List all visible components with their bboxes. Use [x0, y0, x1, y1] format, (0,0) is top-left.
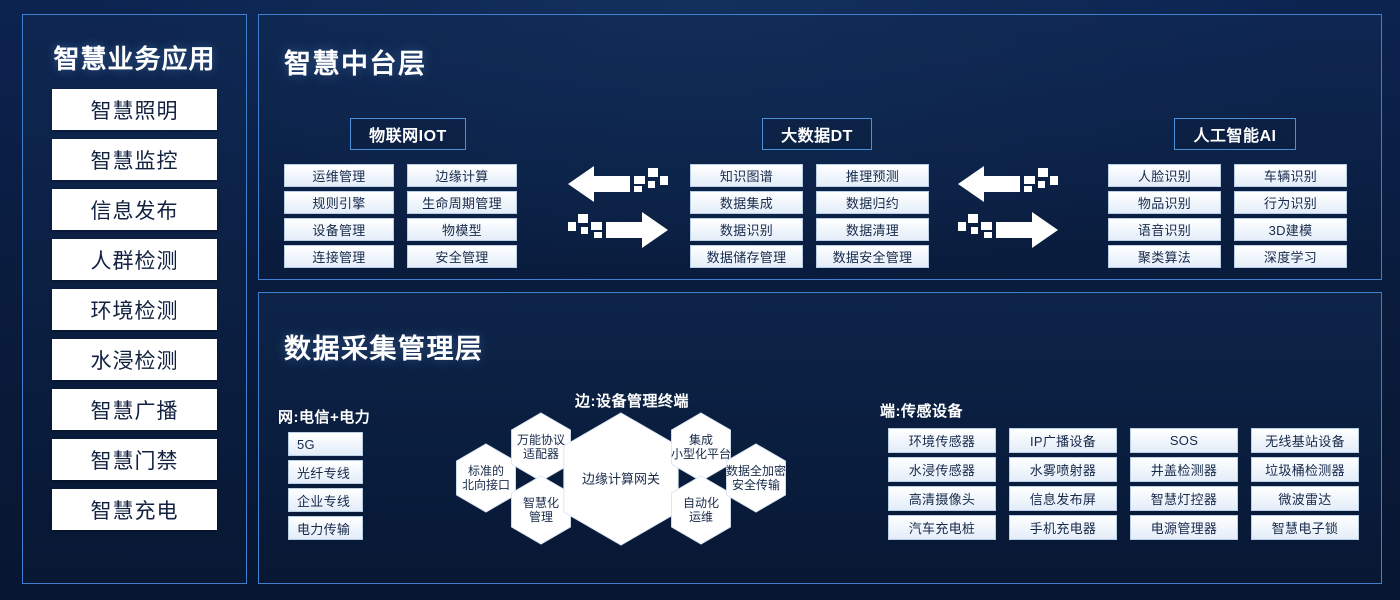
sensor-item[interactable]: 垃圾桶检测器 [1251, 457, 1359, 482]
sensor-item[interactable]: 环境传感器 [888, 428, 996, 453]
group-ai-col-right: 车辆识别行为识别 3D建模深度学习 [1234, 164, 1347, 268]
sensor-item[interactable]: 智慧灯控器 [1130, 486, 1238, 511]
sensor-column-2: SOS 井盖检测器智慧灯控器电源管理器 [1130, 428, 1238, 540]
sidebar-item-7[interactable]: 智慧门禁 [52, 439, 217, 480]
hex-standard-northbound-interface[interactable]: 标准的北向接口 [456, 443, 516, 513]
svg-text:边缘计算网关: 边缘计算网关 [582, 472, 660, 487]
group-iot: 物联网IOT 运维管理规则引擎设备管理连接管理 边缘计算生命周期管理物模型安全管… [284, 118, 532, 268]
endpoint-section-label: 端:传感设备 [880, 403, 963, 420]
sensor-item[interactable]: IP广播设备 [1009, 428, 1117, 453]
sidebar-item-4[interactable]: 环境检测 [52, 289, 217, 330]
network-section-label: 网:电信+电力 [278, 409, 371, 426]
group-dt-col-left: 知识图谱数据集成数据识别数据储存管理 [690, 164, 803, 268]
hex-full-encryption-secure-transmission[interactable]: 数据全加密安全传输 [726, 443, 786, 513]
group-ai-item[interactable]: 物品识别 [1108, 191, 1221, 214]
group-iot-item[interactable]: 边缘计算 [407, 164, 517, 187]
group-dt-item[interactable]: 知识图谱 [690, 164, 803, 187]
group-iot-item[interactable]: 生命周期管理 [407, 191, 517, 214]
edge-hexagon-cluster: 标准的北向接口万能协议适配器智慧化管理 边缘计算网关集成小型化平台自动化运维数据全… [448, 400, 818, 560]
network-item-list: 5G 光纤专线企业专线电力传输 [288, 432, 363, 540]
group-dt-col-right: 推理预测数据归约数据清理数据安全管理 [816, 164, 929, 268]
group-iot-item[interactable]: 安全管理 [407, 245, 517, 268]
group-iot-item[interactable]: 设备管理 [284, 218, 394, 241]
svg-text:智慧化管理: 智慧化管理 [523, 495, 559, 524]
group-ai-item[interactable]: 人脸识别 [1108, 164, 1221, 187]
hex-integrated-miniaturized-platform[interactable]: 集成小型化平台 [671, 412, 731, 482]
sensor-column-3: 无线基站设备垃圾桶检测器微波雷达智慧电子锁 [1251, 428, 1359, 540]
group-iot-item[interactable]: 连接管理 [284, 245, 394, 268]
group-ai-item[interactable]: 3D建模 [1234, 218, 1347, 241]
sidebar-item-2[interactable]: 信息发布 [52, 189, 217, 230]
sidebar-item-5[interactable]: 水浸检测 [52, 339, 217, 380]
group-iot-col-left: 运维管理规则引擎设备管理连接管理 [284, 164, 394, 268]
group-ai: 人工智能AI 人脸识别物品识别语音识别聚类算法 车辆识别行为识别 3D建模深度学习 [1108, 118, 1362, 268]
group-ai-item[interactable]: 聚类算法 [1108, 245, 1221, 268]
sidebar-item-list: 智慧照明智慧监控信息发布人群检测环境检测水浸检测智慧广播智慧门禁智慧充电 [23, 89, 246, 539]
network-item[interactable]: 5G [288, 432, 363, 456]
hex-automated-operations[interactable]: 自动化运维 [671, 475, 731, 545]
group-dt-header: 大数据DT [762, 118, 872, 150]
sensor-column-0: 环境传感器水浸传感器高清摄像头汽车充电桩 [888, 428, 996, 540]
svg-text:标准的北向接口: 标准的北向接口 [462, 463, 510, 492]
group-ai-item[interactable]: 行为识别 [1234, 191, 1347, 214]
group-dt-item[interactable]: 推理预测 [816, 164, 929, 187]
bidirectional-data-arrow-right [958, 162, 1058, 252]
group-iot-item[interactable]: 物模型 [407, 218, 517, 241]
group-ai-col-left: 人脸识别物品识别语音识别聚类算法 [1108, 164, 1221, 268]
group-ai-item[interactable]: 深度学习 [1234, 245, 1347, 268]
sensor-item[interactable]: SOS [1130, 428, 1238, 453]
group-dt-item[interactable]: 数据清理 [816, 218, 929, 241]
group-ai-item[interactable]: 车辆识别 [1234, 164, 1347, 187]
sidebar-title: 智慧业务应用 [53, 44, 216, 74]
group-dt-item[interactable]: 数据集成 [690, 191, 803, 214]
sensor-item[interactable]: 无线基站设备 [1251, 428, 1359, 453]
group-dt-item[interactable]: 数据储存管理 [690, 245, 803, 268]
network-item[interactable]: 电力传输 [288, 516, 363, 540]
group-dt-item[interactable]: 数据安全管理 [816, 245, 929, 268]
svg-text:万能协议适配器: 万能协议适配器 [517, 432, 565, 461]
svg-text:自动化运维: 自动化运维 [683, 496, 719, 524]
group-iot-item[interactable]: 运维管理 [284, 164, 394, 187]
group-iot-header: 物联网IOT [350, 118, 466, 150]
network-item[interactable]: 企业专线 [288, 488, 363, 512]
smart-business-application-panel: 智慧业务应用 智慧照明智慧监控信息发布人群检测环境检测水浸检测智慧广播智慧门禁智… [22, 14, 247, 584]
svg-text:集成小型化平台: 集成小型化平台 [671, 432, 731, 461]
group-iot-col-right: 边缘计算生命周期管理物模型安全管理 [407, 164, 517, 268]
sensor-item[interactable]: 电源管理器 [1130, 515, 1238, 540]
group-ai-header: 人工智能AI [1174, 118, 1296, 150]
sensor-item[interactable]: 信息发布屏 [1009, 486, 1117, 511]
sensor-item[interactable]: 汽车充电桩 [888, 515, 996, 540]
sidebar-item-3[interactable]: 人群检测 [52, 239, 217, 280]
bidirectional-data-arrow-left [568, 162, 668, 252]
sensor-item[interactable]: 井盖检测器 [1130, 457, 1238, 482]
hex-intelligent-management[interactable]: 智慧化管理 [511, 475, 571, 545]
sidebar-item-0[interactable]: 智慧照明 [52, 89, 217, 130]
sensor-item[interactable]: 高清摄像头 [888, 486, 996, 511]
group-dt-item[interactable]: 数据归约 [816, 191, 929, 214]
network-item[interactable]: 光纤专线 [288, 460, 363, 484]
sensor-item[interactable]: 智慧电子锁 [1251, 515, 1359, 540]
group-iot-item[interactable]: 规则引擎 [284, 191, 394, 214]
sensor-item[interactable]: 手机充电器 [1009, 515, 1117, 540]
hex-universal-protocol-adapter[interactable]: 万能协议适配器 [511, 412, 571, 482]
edge-section-label: 边:设备管理终端 [575, 393, 689, 410]
hex-edge-computing-gateway[interactable]: 边缘计算网关 [563, 412, 679, 546]
sidebar-item-6[interactable]: 智慧广播 [52, 389, 217, 430]
svg-text:数据全加密安全传输: 数据全加密安全传输 [726, 463, 786, 492]
group-dt: 大数据DT 知识图谱数据集成数据识别数据储存管理 推理预测数据归约数据清理数据安… [690, 118, 944, 268]
sensor-column-1: IP广播设备水雾喷射器信息发布屏手机充电器 [1009, 428, 1117, 540]
sidebar-item-8[interactable]: 智慧充电 [52, 489, 217, 530]
group-dt-item[interactable]: 数据识别 [690, 218, 803, 241]
data-collection-title: 数据采集管理层 [284, 334, 484, 364]
sensor-item[interactable]: 水雾喷射器 [1009, 457, 1117, 482]
group-ai-item[interactable]: 语音识别 [1108, 218, 1221, 241]
sensor-item[interactable]: 微波雷达 [1251, 486, 1359, 511]
sensor-item[interactable]: 水浸传感器 [888, 457, 996, 482]
sidebar-item-1[interactable]: 智慧监控 [52, 139, 217, 180]
middle-platform-title: 智慧中台层 [284, 49, 427, 79]
